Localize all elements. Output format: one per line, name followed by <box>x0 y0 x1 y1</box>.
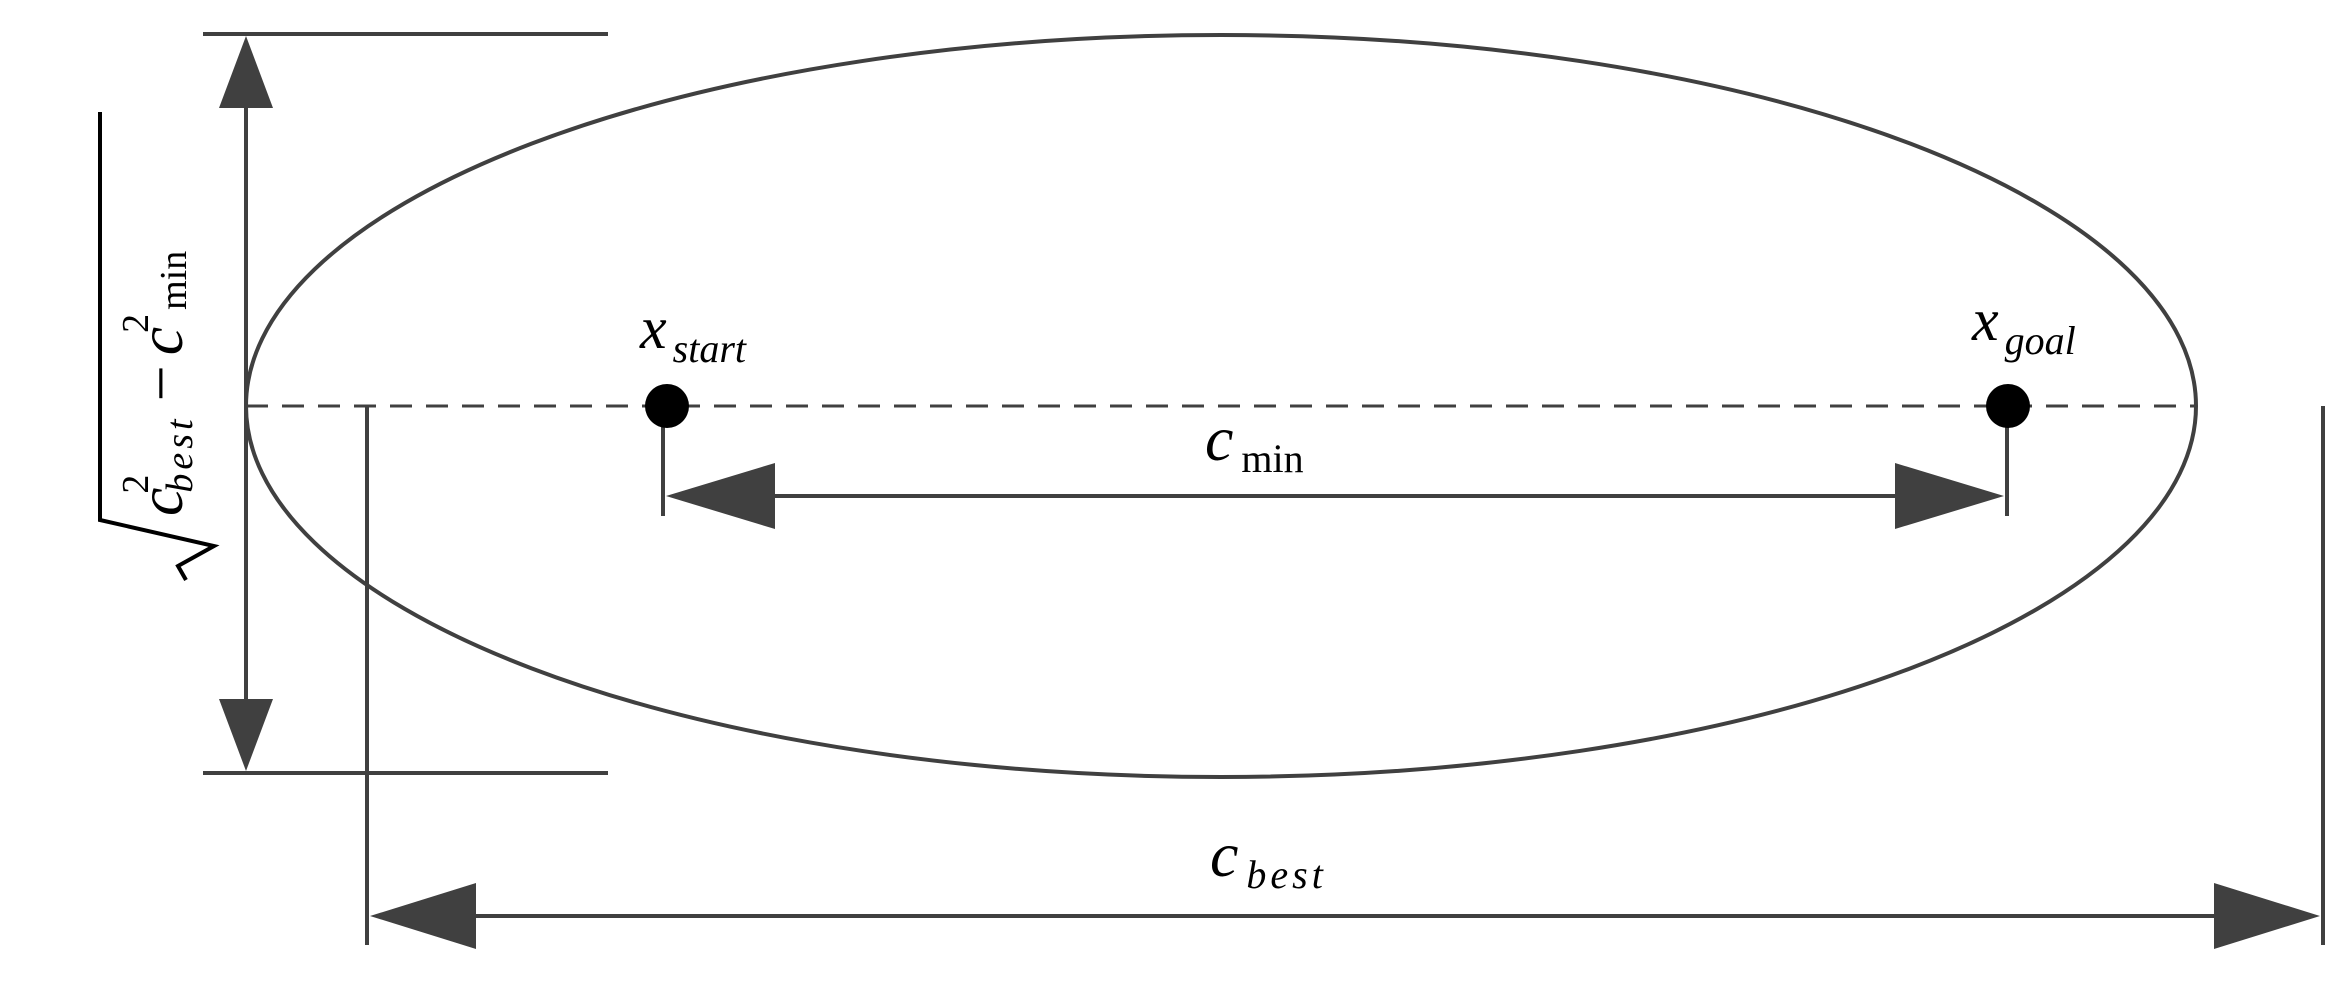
radical-sign <box>98 112 220 581</box>
svg-text:c2best−c2min: c2best−c2min <box>115 251 201 516</box>
c-min-arrowhead-left <box>666 463 775 529</box>
minor-axis-arrowhead-up <box>219 36 273 108</box>
minor-axis-length-expression: c2best−c2min <box>98 112 220 581</box>
start-point-marker <box>645 384 689 428</box>
c-best-arrowhead-right <box>2214 883 2320 949</box>
c-best-arrowhead-left <box>370 883 476 949</box>
c-min-arrowhead-right <box>1895 463 2004 529</box>
goal-point-marker <box>1986 384 2030 428</box>
minor-axis-arrowhead-down <box>219 699 273 771</box>
